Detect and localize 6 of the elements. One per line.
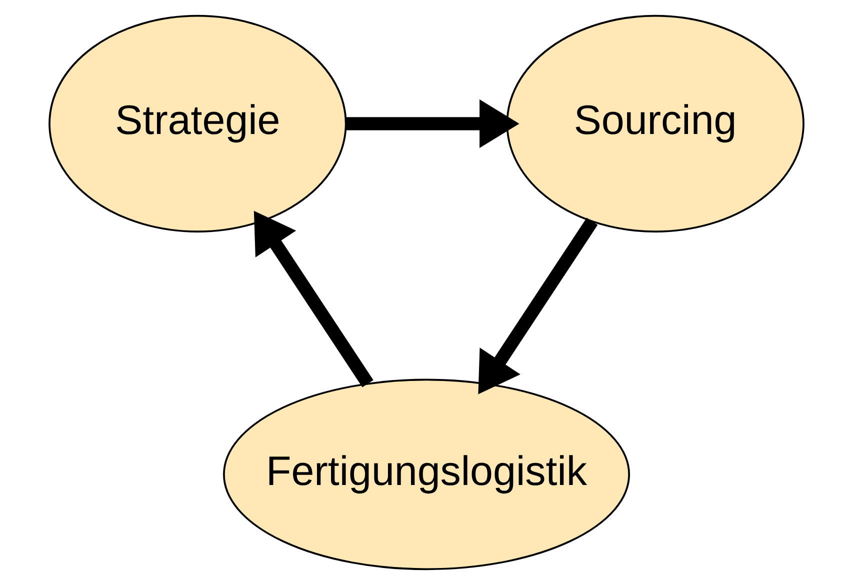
arrow (254, 210, 374, 388)
node-ellipse: Strategie (48, 14, 347, 232)
arrow (478, 218, 598, 394)
arrow (346, 99, 520, 148)
node-ellipse: Sourcing (506, 14, 804, 232)
node-ellipse: Fertigungslogistik (223, 378, 630, 570)
